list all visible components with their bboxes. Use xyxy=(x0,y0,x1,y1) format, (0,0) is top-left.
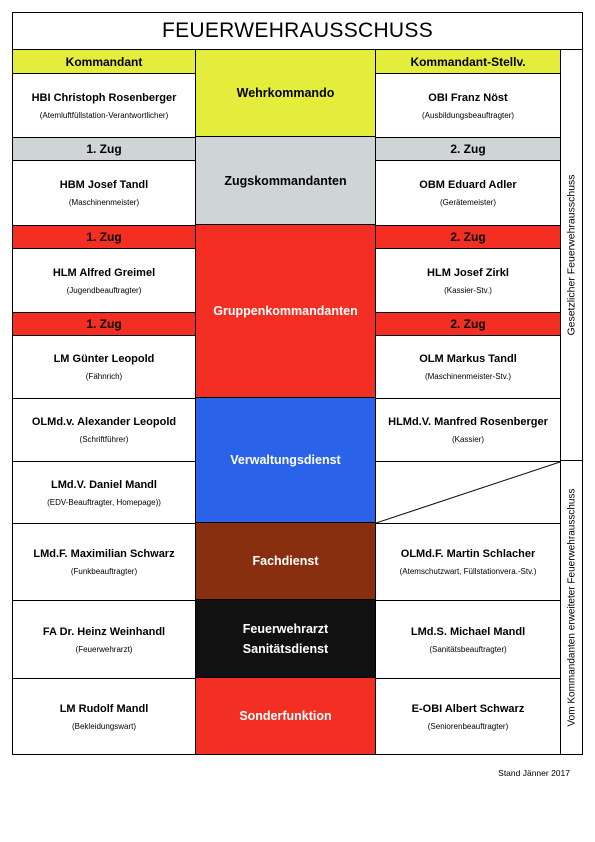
right-person-6: OLMd.F. Martin Schlacher (Atemschutzwart… xyxy=(376,524,560,600)
person-function: (Maschinenmeister-Stv.) xyxy=(424,372,512,381)
person-name: LM Rudolf Mandl xyxy=(59,702,149,715)
right-person-8: E-OBI Albert Schwarz (Seniorenbeauftragt… xyxy=(376,679,560,754)
block-zugskommandanten: Zugskommandanten xyxy=(196,137,375,225)
left-divider xyxy=(13,678,195,679)
right-header-kommandant-stellv: Kommandant-Stellv. xyxy=(376,50,560,74)
person-function: (Bekleidungswart) xyxy=(71,721,137,731)
left-person-5: OLMd.v. Alexander Leopold (Schriftführer… xyxy=(13,399,195,461)
person-function: (Schriftführer) xyxy=(79,435,129,444)
right-divider xyxy=(376,678,560,679)
footer-date: Stand Jänner 2017 xyxy=(498,768,570,778)
right-person-4: OLM Markus Tandl (Maschinenmeister-Stv.) xyxy=(376,336,560,398)
empty-cell-diagonal xyxy=(376,462,560,523)
person-function: (EDV-Beauftragter, Homepage)) xyxy=(47,497,161,507)
right-person-5: HLMd.V. Manfred Rosenberger (Kassier) xyxy=(376,399,560,461)
block-wehrkommando: Wehrkommando xyxy=(196,50,375,137)
side-label-gesetzlich: Gesetzlicher Feuerwehrausschuss xyxy=(561,50,582,461)
person-function: (Fähnrich) xyxy=(85,372,123,381)
right-person-2: OBM Eduard Adler (Gerätemeister) xyxy=(376,161,560,225)
left-person-2: HBM Josef Tandl (Maschinenmeister) xyxy=(13,161,195,225)
left-person-6: LMd.V. Daniel Mandl (EDV-Beauftragter, H… xyxy=(13,462,195,523)
person-name: LMd.S. Michael Mandl xyxy=(410,625,526,638)
person-function: (Sanitätsbeauftragter) xyxy=(429,644,507,654)
person-name: OBI Franz Nöst xyxy=(428,91,508,104)
block-feuerwehrarzt-sanitaetsdienst: Feuerwehrarzt Sanitätsdienst xyxy=(196,600,375,678)
person-function: (Atemschutzwart, Füllstationvera.-Stv.) xyxy=(399,567,537,576)
right-gruppe-bar-2: 2. Zug xyxy=(376,312,560,336)
person-name: OBM Eduard Adler xyxy=(419,179,517,191)
person-name: HLM Josef Zirkl xyxy=(427,266,509,279)
person-function: (Feuerwehrarzt) xyxy=(75,644,133,654)
person-function: (Atemluftfüllstation-Verantwortlicher) xyxy=(39,110,169,120)
left-gruppe-bar-1: 1. Zug xyxy=(13,225,195,249)
right-person-1: OBI Franz Nöst (Ausbildungsbeauftragter) xyxy=(376,74,560,137)
side-label-erweitert: Vom Kommandanten erweiteter Feuerwehraus… xyxy=(566,488,577,727)
block-fachdienst: Fachdienst xyxy=(196,523,375,600)
right-border xyxy=(560,50,561,754)
right-zug-bar: 2. Zug xyxy=(376,137,560,161)
left-divider xyxy=(13,461,195,462)
block-sonderfunktion: Sonderfunktion xyxy=(196,678,375,754)
left-person-7: LMd.F. Maximilian Schwarz (Funkbeauftrag… xyxy=(13,524,195,600)
person-name: LM Günter Leopold xyxy=(53,353,155,365)
person-function: (Funkbeauftragter) xyxy=(70,567,138,576)
person-function: (Ausbildungsbeauftragter) xyxy=(421,110,515,120)
right-gruppe-bar-1: 2. Zug xyxy=(376,225,560,249)
right-person-3: HLM Josef Zirkl (Kassier-Stv.) xyxy=(376,249,560,312)
person-function: (Kassier-Stv.) xyxy=(444,285,492,295)
left-divider xyxy=(13,600,195,601)
person-name: OLMd.F. Martin Schlacher xyxy=(400,548,536,560)
person-name: HLMd.V. Manfred Rosenberger xyxy=(388,416,548,428)
person-name: LMd.V. Daniel Mandl xyxy=(51,478,157,491)
person-function: (Seniorenbeauftragter) xyxy=(427,721,509,731)
chart-frame xyxy=(12,12,583,755)
person-name: HBI Christoph Rosenberger xyxy=(31,91,177,104)
block-gruppenkommandanten: Gruppenkommandanten xyxy=(196,225,375,398)
person-name: LMd.F. Maximilian Schwarz xyxy=(33,548,175,560)
person-name: HLM Alfred Greimel xyxy=(52,266,156,279)
right-divider xyxy=(376,398,560,399)
right-divider xyxy=(376,523,560,524)
right-divider xyxy=(376,600,560,601)
block-verwaltungsdienst: Verwaltungsdienst xyxy=(196,398,375,523)
left-zug-bar: 1. Zug xyxy=(13,137,195,161)
page-title: FEUERWEHRAUSSCHUSS xyxy=(13,13,582,50)
person-name: FA Dr. Heinz Weinhandl xyxy=(42,625,166,638)
left-person-9: LM Rudolf Mandl (Bekleidungswart) xyxy=(13,679,195,754)
center-right-border xyxy=(375,50,376,754)
person-name: OLM Markus Tandl xyxy=(419,353,517,365)
right-person-7: LMd.S. Michael Mandl (Sanitätsbeauftragt… xyxy=(376,601,560,678)
person-name: E-OBI Albert Schwarz xyxy=(411,702,525,715)
right-divider xyxy=(376,461,560,462)
person-function: (Gerätemeister) xyxy=(439,198,496,207)
left-header-kommandant: Kommandant xyxy=(13,50,195,74)
label-sanitaetsdienst: Sanitätsdienst xyxy=(242,641,329,656)
person-name: HBM Josef Tandl xyxy=(59,179,149,191)
left-divider xyxy=(13,523,195,524)
person-function: (Kassier) xyxy=(451,435,484,444)
label-feuerwehrarzt: Feuerwehrarzt xyxy=(242,621,329,636)
left-divider xyxy=(13,398,195,399)
left-person-1: HBI Christoph Rosenberger (Atemluftfülls… xyxy=(13,74,195,137)
center-left-border xyxy=(195,50,196,754)
person-function: (Maschinenmeister) xyxy=(68,198,140,207)
person-function: (Jugendbeauftragter) xyxy=(66,285,142,295)
left-person-4: LM Günter Leopold (Fähnrich) xyxy=(13,336,195,398)
left-gruppe-bar-2: 1. Zug xyxy=(13,312,195,336)
person-name: OLMd.v. Alexander Leopold xyxy=(31,416,177,428)
left-person-8: FA Dr. Heinz Weinhandl (Feuerwehrarzt) xyxy=(13,601,195,678)
left-person-3: HLM Alfred Greimel (Jugendbeauftragter) xyxy=(13,249,195,312)
